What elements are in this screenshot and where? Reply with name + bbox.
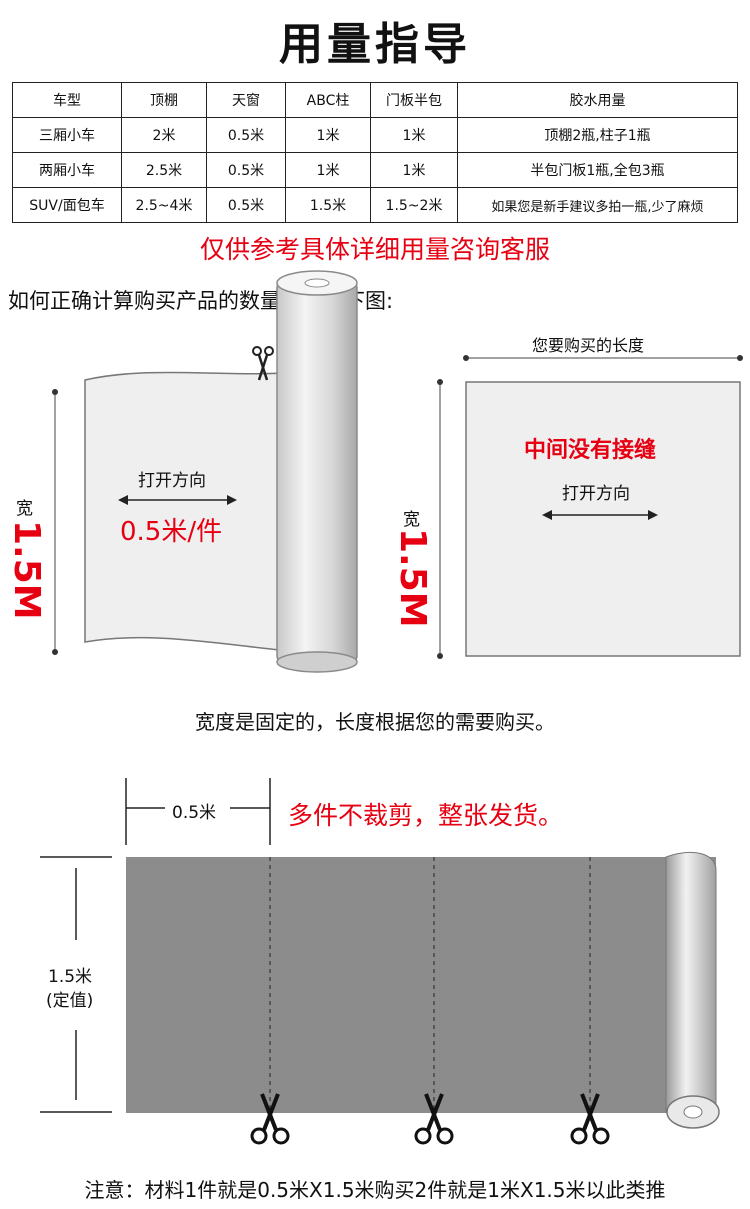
table-cell: SUV/面包车 bbox=[12, 187, 122, 223]
table-header-cell: 门板半包 bbox=[370, 82, 458, 118]
table-header-row: 车型 顶棚 天窗 ABC柱 门板半包 胶水用量 bbox=[12, 82, 738, 118]
left-width-value: 1.5M bbox=[6, 520, 47, 620]
no-cut-note: 多件不裁剪，整张发货。 bbox=[288, 801, 564, 830]
table-cell: 1.5米 bbox=[285, 187, 371, 223]
usage-table: 车型 顶棚 天窗 ABC柱 门板半包 胶水用量 三厢小车 2米 0.5米 1米 … bbox=[12, 82, 738, 223]
scissors-icon bbox=[570, 1093, 610, 1145]
left-open-direction: 打开方向 bbox=[138, 471, 206, 491]
table-cell: 顶棚2瓶,柱子1瓶 bbox=[457, 117, 738, 153]
table-header-cell: 天窗 bbox=[206, 82, 286, 118]
fabric-roll bbox=[276, 281, 358, 663]
roll-core bbox=[304, 278, 330, 288]
length-label: 您要购买的长度 bbox=[532, 336, 645, 355]
sheet-roll bbox=[665, 851, 717, 1124]
footer-note: 注意：材料1件就是0.5米X1.5米购买2件就是1米X1.5米以此类推 bbox=[84, 1178, 666, 1202]
arrow-head-right bbox=[648, 510, 658, 520]
right-height-dot bbox=[437, 379, 443, 385]
left-roll-diagram bbox=[52, 270, 358, 673]
table-cell: 2.5~4米 bbox=[121, 187, 207, 223]
height-label: 1.5米 bbox=[48, 967, 93, 987]
left-height-dot bbox=[52, 389, 58, 395]
flat-sheet bbox=[465, 381, 741, 657]
table-header-cell: 车型 bbox=[12, 82, 122, 118]
table-header-cell: 胶水用量 bbox=[457, 82, 738, 118]
left-width-label: 宽 bbox=[16, 499, 33, 519]
arrow-head-right bbox=[227, 495, 237, 505]
table-header-cell: 顶棚 bbox=[121, 82, 207, 118]
length-dot bbox=[737, 355, 743, 361]
height-sub-label: (定值) bbox=[46, 991, 94, 1011]
reference-note: 仅供参考具体详细用量咨询客服 bbox=[199, 235, 550, 264]
segment-label: 0.5米 bbox=[172, 803, 217, 823]
per-piece-label: 0.5米/件 bbox=[120, 517, 223, 547]
table-cell: 1米 bbox=[370, 117, 458, 153]
right-sheet-diagram bbox=[437, 355, 743, 659]
left-height-dot bbox=[52, 649, 58, 655]
roll-bottom bbox=[276, 651, 358, 673]
table-cell: 1米 bbox=[285, 117, 371, 153]
table-row: 三厢小车 2米 0.5米 1米 1米 顶棚2瓶,柱子1瓶 bbox=[12, 117, 738, 153]
gray-sheet bbox=[126, 857, 716, 1113]
table-cell: 三厢小车 bbox=[12, 117, 122, 153]
sheet-roll-core bbox=[683, 1105, 703, 1119]
table-cell: 0.5米 bbox=[206, 117, 286, 153]
no-seam-label: 中间没有接缝 bbox=[524, 438, 657, 463]
page-title: 用量指导 bbox=[279, 19, 471, 70]
table-cell: 如果您是新手建议多拍一瓶,少了麻烦 bbox=[457, 187, 738, 223]
table-cell: 半包门板1瓶,全包3瓶 bbox=[457, 152, 738, 188]
arrow-head-left bbox=[542, 510, 552, 520]
right-width-value: 1.5M bbox=[392, 528, 433, 628]
table-cell: 1米 bbox=[370, 152, 458, 188]
table-cell: 两厢小车 bbox=[12, 152, 122, 188]
scissors-icon bbox=[414, 1093, 454, 1145]
right-open-direction: 打开方向 bbox=[562, 484, 630, 504]
bottom-sheet-diagram bbox=[40, 778, 720, 1145]
length-dot bbox=[463, 355, 469, 361]
table-row: 两厢小车 2.5米 0.5米 1米 1米 半包门板1瓶,全包3瓶 bbox=[12, 152, 738, 188]
table-cell: 1米 bbox=[285, 152, 371, 188]
arrow-head-left bbox=[118, 495, 128, 505]
table-row: SUV/面包车 2.5~4米 0.5米 1.5米 1.5~2米 如果您是新手建议… bbox=[12, 187, 738, 223]
fixed-width-note: 宽度是固定的，长度根据您的需要购买。 bbox=[195, 710, 555, 734]
scissors-icon bbox=[252, 346, 274, 381]
right-width-label: 宽 bbox=[403, 510, 420, 530]
table-cell: 1.5~2米 bbox=[370, 187, 458, 223]
right-height-dot bbox=[437, 653, 443, 659]
scissors-icon bbox=[250, 1093, 290, 1145]
